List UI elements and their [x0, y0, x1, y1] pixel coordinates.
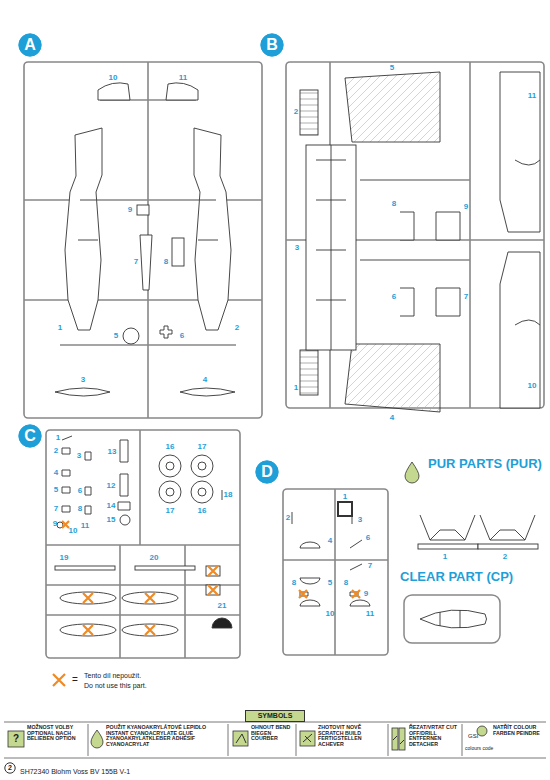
callout-number: 8 — [164, 258, 168, 266]
note-text: Do not use this part. — [84, 682, 147, 689]
sprue-letter-badge: A — [18, 33, 42, 57]
note-text: MOŽNOST VOLBY OPTIONAL NACH BELIEBEN OPT… — [27, 725, 85, 742]
callout-number: 18 — [224, 491, 233, 499]
callout-number: 6 — [180, 332, 184, 340]
callout-number: 7 — [134, 258, 138, 266]
note-text: GSI — [468, 733, 478, 739]
note-text: CLEAR PART (CP) — [400, 570, 513, 584]
note-text: ŘEZAT/VRTAT CUT OFF/DRILL ENTFERNEN DETA… — [409, 725, 459, 747]
badge-text: SYMBOLS — [245, 710, 305, 722]
callout-number: 2 — [235, 324, 239, 332]
callout-number: 7 — [464, 293, 468, 301]
callout-number: 11 — [528, 92, 536, 100]
badge-text: B — [260, 33, 284, 57]
callout-number: 6 — [392, 293, 396, 301]
badge-text: D — [255, 460, 279, 484]
badge-text: 2 — [4, 762, 16, 774]
badge-text: C — [18, 424, 42, 448]
callout-number: 4 — [54, 469, 58, 477]
callout-number: 8 — [78, 505, 82, 513]
callout-number: 11 — [366, 610, 374, 618]
callout-number: 8 — [392, 200, 396, 208]
sprue-letter-badge: 2 — [4, 762, 16, 774]
callout-number: 8 — [292, 579, 296, 587]
sprue-letter-badge: C — [18, 424, 42, 448]
callout-number: 1 — [443, 553, 447, 561]
callout-number: 11 — [179, 74, 187, 82]
callout-number: 2 — [294, 108, 298, 116]
callout-number: 19 — [60, 554, 69, 562]
callout-number: 5 — [328, 579, 332, 587]
callout-number: 4 — [328, 537, 332, 545]
callout-number: 4 — [390, 414, 394, 422]
callout-number: 9 — [364, 590, 368, 598]
callout-number: 3 — [358, 516, 362, 524]
callout-number: 15 — [107, 516, 116, 524]
callout-number: 11 — [81, 522, 89, 530]
callout-number: 9 — [464, 203, 468, 211]
callout-number: 2 — [286, 514, 290, 522]
callout-number: 10 — [326, 610, 335, 618]
callout-number: 10 — [528, 382, 537, 390]
callout-number: 13 — [108, 448, 117, 456]
callout-number: 10 — [69, 527, 78, 535]
callout-number: 5 — [54, 486, 58, 494]
callout-number: 3 — [81, 376, 85, 384]
callout-number: 2 — [503, 553, 507, 561]
note-text: = — [72, 675, 78, 686]
note-text: SH72340 Blohm Voss BV 155B V-1 — [20, 768, 130, 775]
callout-number: 2 — [54, 447, 58, 455]
callout-number: 16 — [198, 507, 207, 515]
callout-number: 1 — [58, 324, 62, 332]
callout-number: 6 — [78, 487, 82, 495]
note-text: NATŘÍT COLOUR FARBEN PEINDRE — [493, 725, 543, 736]
sprue-letter-badge: D — [255, 460, 279, 484]
symbols-band: SYMBOLS — [245, 710, 305, 722]
callout-number: 3 — [77, 452, 81, 460]
callout-number: 12 — [107, 482, 116, 490]
callout-number: 1 — [343, 493, 347, 501]
callout-number: 9 — [128, 206, 132, 214]
callout-number: 5 — [390, 64, 394, 72]
note-text: ZHOTOVIT NOVĚ SCRATCH BUILD FERTIGSTELLE… — [318, 725, 384, 747]
note-text: POUŽIT KYANOAKRYLÁTOVÉ LEPIDLO INSTANT C… — [106, 725, 224, 747]
callout-number: 7 — [54, 505, 58, 513]
callout-number: 4 — [203, 376, 207, 384]
badge-text: A — [18, 33, 42, 57]
callout-number: 6 — [366, 534, 370, 542]
sprue-letter-badge: B — [260, 33, 284, 57]
callout-number: 17 — [198, 443, 207, 451]
callout-number: 5 — [114, 332, 118, 340]
callout-number: 9 — [53, 520, 57, 528]
callout-number: 8 — [344, 579, 348, 587]
callout-number: 1 — [56, 434, 60, 442]
note-text: Tento díl nepoužít. — [84, 672, 141, 679]
callout-number: 1 — [294, 384, 298, 392]
note-text: ? — [13, 734, 19, 745]
callout-number: 20 — [150, 554, 159, 562]
note-text: colours code — [465, 746, 493, 751]
callout-number: 7 — [368, 562, 372, 570]
callout-number: 3 — [295, 244, 299, 252]
callout-number: 14 — [107, 502, 116, 510]
callout-number: 10 — [109, 74, 118, 82]
callout-number: 16 — [166, 443, 175, 451]
callout-number: 17 — [166, 507, 175, 515]
note-text: OHNOUT BEND BIEGEN COURBER — [251, 725, 291, 742]
note-text: PUR PARTS (PUR) — [428, 457, 542, 471]
callout-number: 21 — [218, 602, 227, 610]
